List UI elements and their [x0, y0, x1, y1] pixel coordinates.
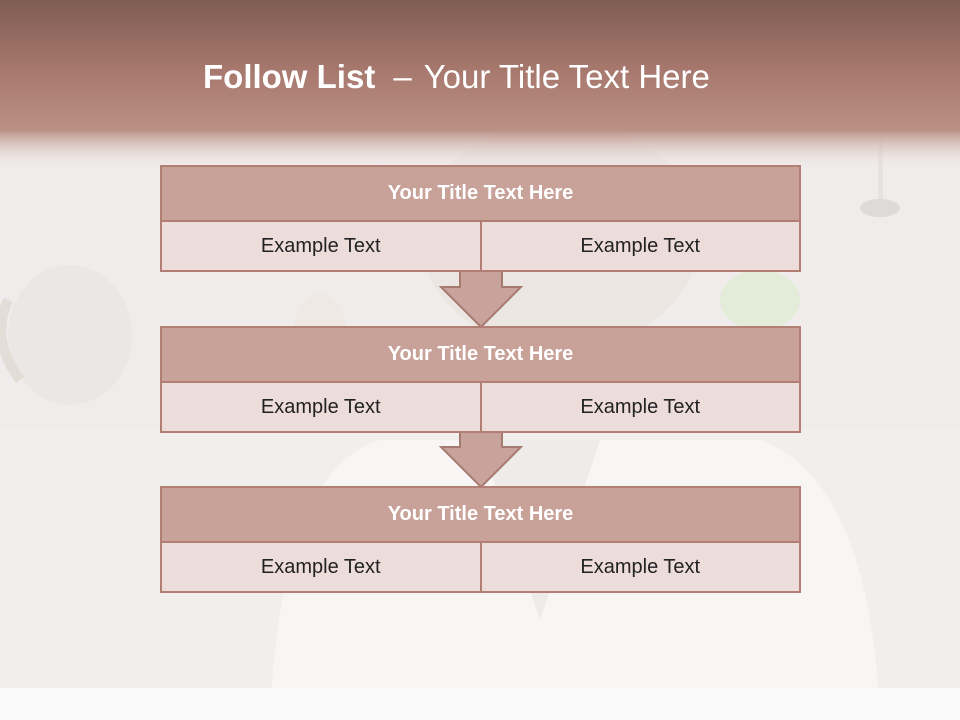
block-title: Your Title Text Here [160, 486, 801, 543]
block-cell-right: Example Text [481, 222, 801, 272]
slide-title: Follow List–Your Title Text Here [203, 52, 710, 102]
block-title: Your Title Text Here [160, 326, 801, 383]
block-cell-left: Example Text [160, 383, 482, 433]
list-block-1: Your Title Text Here Example Text Exampl… [160, 165, 801, 272]
down-arrow-icon [439, 431, 523, 489]
block-row: Example Text Example Text [160, 543, 801, 593]
title-rest-part: Your Title Text Here [423, 58, 710, 95]
title-dash: – [393, 58, 412, 95]
block-cell-right: Example Text [481, 383, 801, 433]
block-title: Your Title Text Here [160, 165, 801, 222]
list-block-2: Your Title Text Here Example Text Exampl… [160, 326, 801, 433]
block-cell-left: Example Text [160, 543, 482, 593]
block-cell-left: Example Text [160, 222, 482, 272]
block-cell-right: Example Text [481, 543, 801, 593]
list-block-3: Your Title Text Here Example Text Exampl… [160, 486, 801, 593]
down-arrow-icon [439, 271, 523, 329]
block-row: Example Text Example Text [160, 222, 801, 272]
title-bold-part: Follow List [203, 58, 376, 95]
block-row: Example Text Example Text [160, 383, 801, 433]
